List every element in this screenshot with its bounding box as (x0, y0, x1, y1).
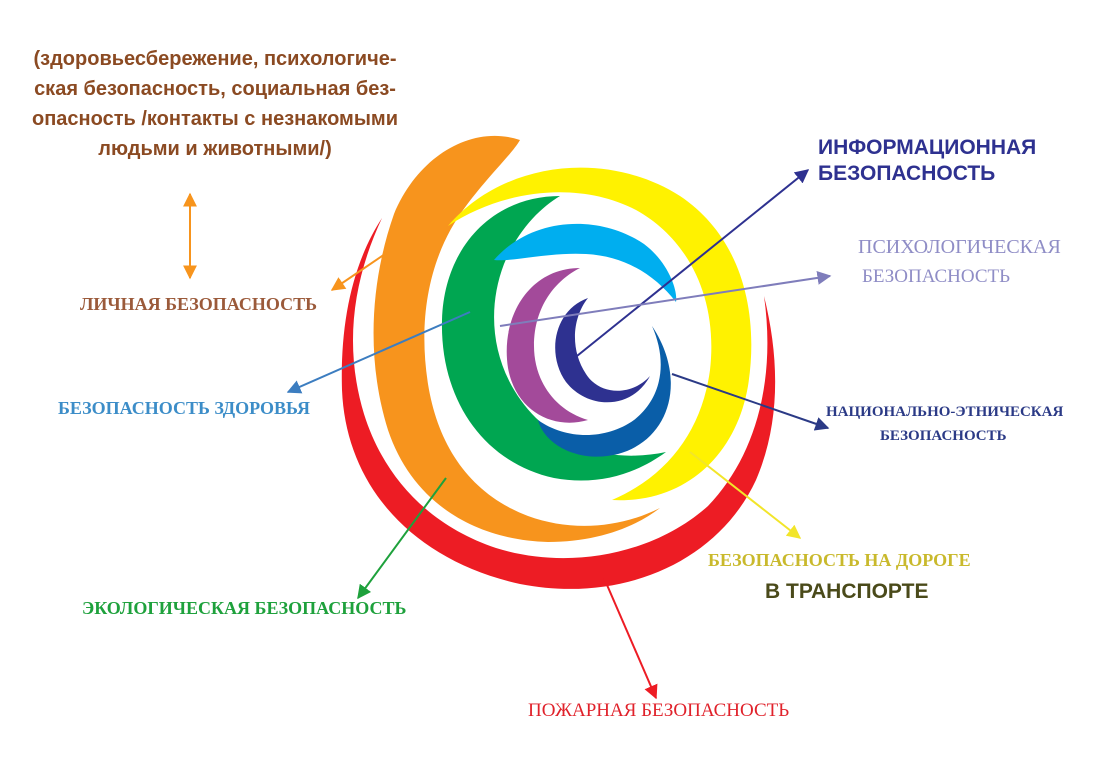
label-psychological-safety: ПСИХОЛОГИЧЕСКАЯ (858, 236, 1061, 258)
label-psychological-safety-line2: БЕЗОПАСНОСТЬ (862, 266, 1011, 287)
label-road-safety: БЕЗОПАСНОСТЬ НА ДОРОГЕ (708, 550, 971, 570)
note-line: опасность /контакты с незнакомыми (32, 108, 398, 130)
label-ecological-safety: ЭКОЛОГИЧЕСКАЯ БЕЗОПАСНОСТЬ (82, 598, 407, 618)
personal-safety-note: (здоровьесбережение, психологиче- ская б… (2, 44, 428, 164)
label-road-safety-line2: В ТРАНСПОРТЕ (765, 580, 929, 603)
arrow-to-information-safety (571, 169, 810, 361)
arrow-to-ecological-safety (357, 477, 447, 600)
note-line: (здоровьесбережение, психологиче- (33, 48, 397, 70)
orange-crescent (373, 135, 660, 542)
green-crescent (441, 196, 666, 481)
cyan-crescent (494, 223, 677, 302)
arrow-to-personal-safety (330, 251, 389, 291)
arrow-to-road-safety (689, 451, 802, 539)
purple-crescent (506, 268, 588, 423)
label-fire-safety: ПОЖАРНАЯ БЕЗОПАСНОСТЬ (528, 700, 790, 721)
label-personal-safety: ЛИЧНАЯ БЕЗОПАСНОСТЬ (80, 294, 317, 314)
arrow-to-psychological-safety (499, 270, 832, 327)
label-national-ethnic-safety-line2: БЕЗОПАСНОСТЬ (880, 428, 1007, 444)
navy-crescent (555, 298, 650, 403)
label-health-safety: БЕЗОПАСНОСТЬ ЗДОРОВЬЯ (58, 398, 310, 418)
label-national-ethnic-safety: НАЦИОНАЛЬНО-ЭТНИЧЕСКАЯ (826, 404, 1064, 420)
yellow-crescent (448, 167, 752, 501)
note-line: ская безопасность, социальная без- (34, 78, 396, 100)
arrow-to-fire-safety (603, 577, 658, 700)
arrow-to-national-ethnic-safety (671, 373, 830, 431)
arrow-to-health-safety (286, 311, 471, 394)
blue-crescent (538, 326, 671, 457)
label-information-safety: ИНФОРМАЦИОННАЯ (818, 136, 1037, 159)
label-information-safety-line2: БЕЗОПАСНОСТЬ (818, 162, 996, 185)
note-line: людьми и животными/) (98, 138, 332, 160)
